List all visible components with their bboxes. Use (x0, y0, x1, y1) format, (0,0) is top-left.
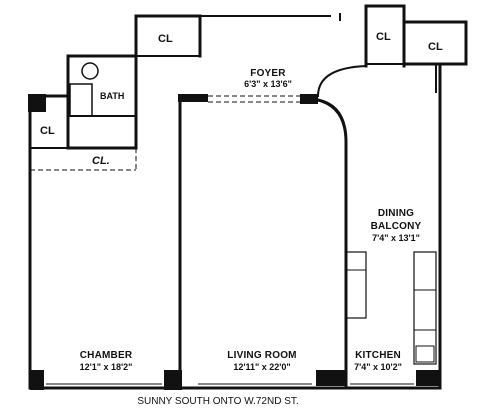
living-room-dims: 12'11" x 22'0" (233, 362, 290, 372)
closet-labels: CL CL CL CL CL. (40, 31, 443, 167)
dining-name-line2: BALCONY (371, 221, 422, 232)
orientation-caption: SUNNY SOUTH ONTO W.72ND ST. (137, 396, 298, 407)
closet-label-top-left: CL (158, 33, 173, 45)
closet-label-chamber-lower: CL. (92, 155, 110, 167)
dining-dims: 7'4" x 13'1" (372, 233, 420, 243)
foyer-name: FOYER (250, 68, 286, 79)
dining-name-line1: DINING (378, 208, 414, 219)
kitchen-dims: 7'4" x 10'2" (354, 362, 402, 372)
walls (28, 4, 468, 390)
bath-name: BATH (100, 91, 124, 101)
closet-label-top-right-a: CL (376, 31, 391, 43)
closet-label-top-right-b: CL (428, 41, 443, 53)
kitchen-name: KITCHEN (355, 350, 401, 361)
room-labels: FOYER 6'3" x 13'6" BATH DINING BALCONY 7… (80, 68, 422, 372)
closet-label-chamber-upper: CL (40, 125, 55, 137)
chamber-dims: 12'1" x 18'2" (80, 362, 133, 372)
chamber-name: CHAMBER (80, 350, 133, 361)
foyer-dims: 6'3" x 13'6" (244, 79, 292, 89)
living-room-name: LIVING ROOM (227, 350, 296, 361)
